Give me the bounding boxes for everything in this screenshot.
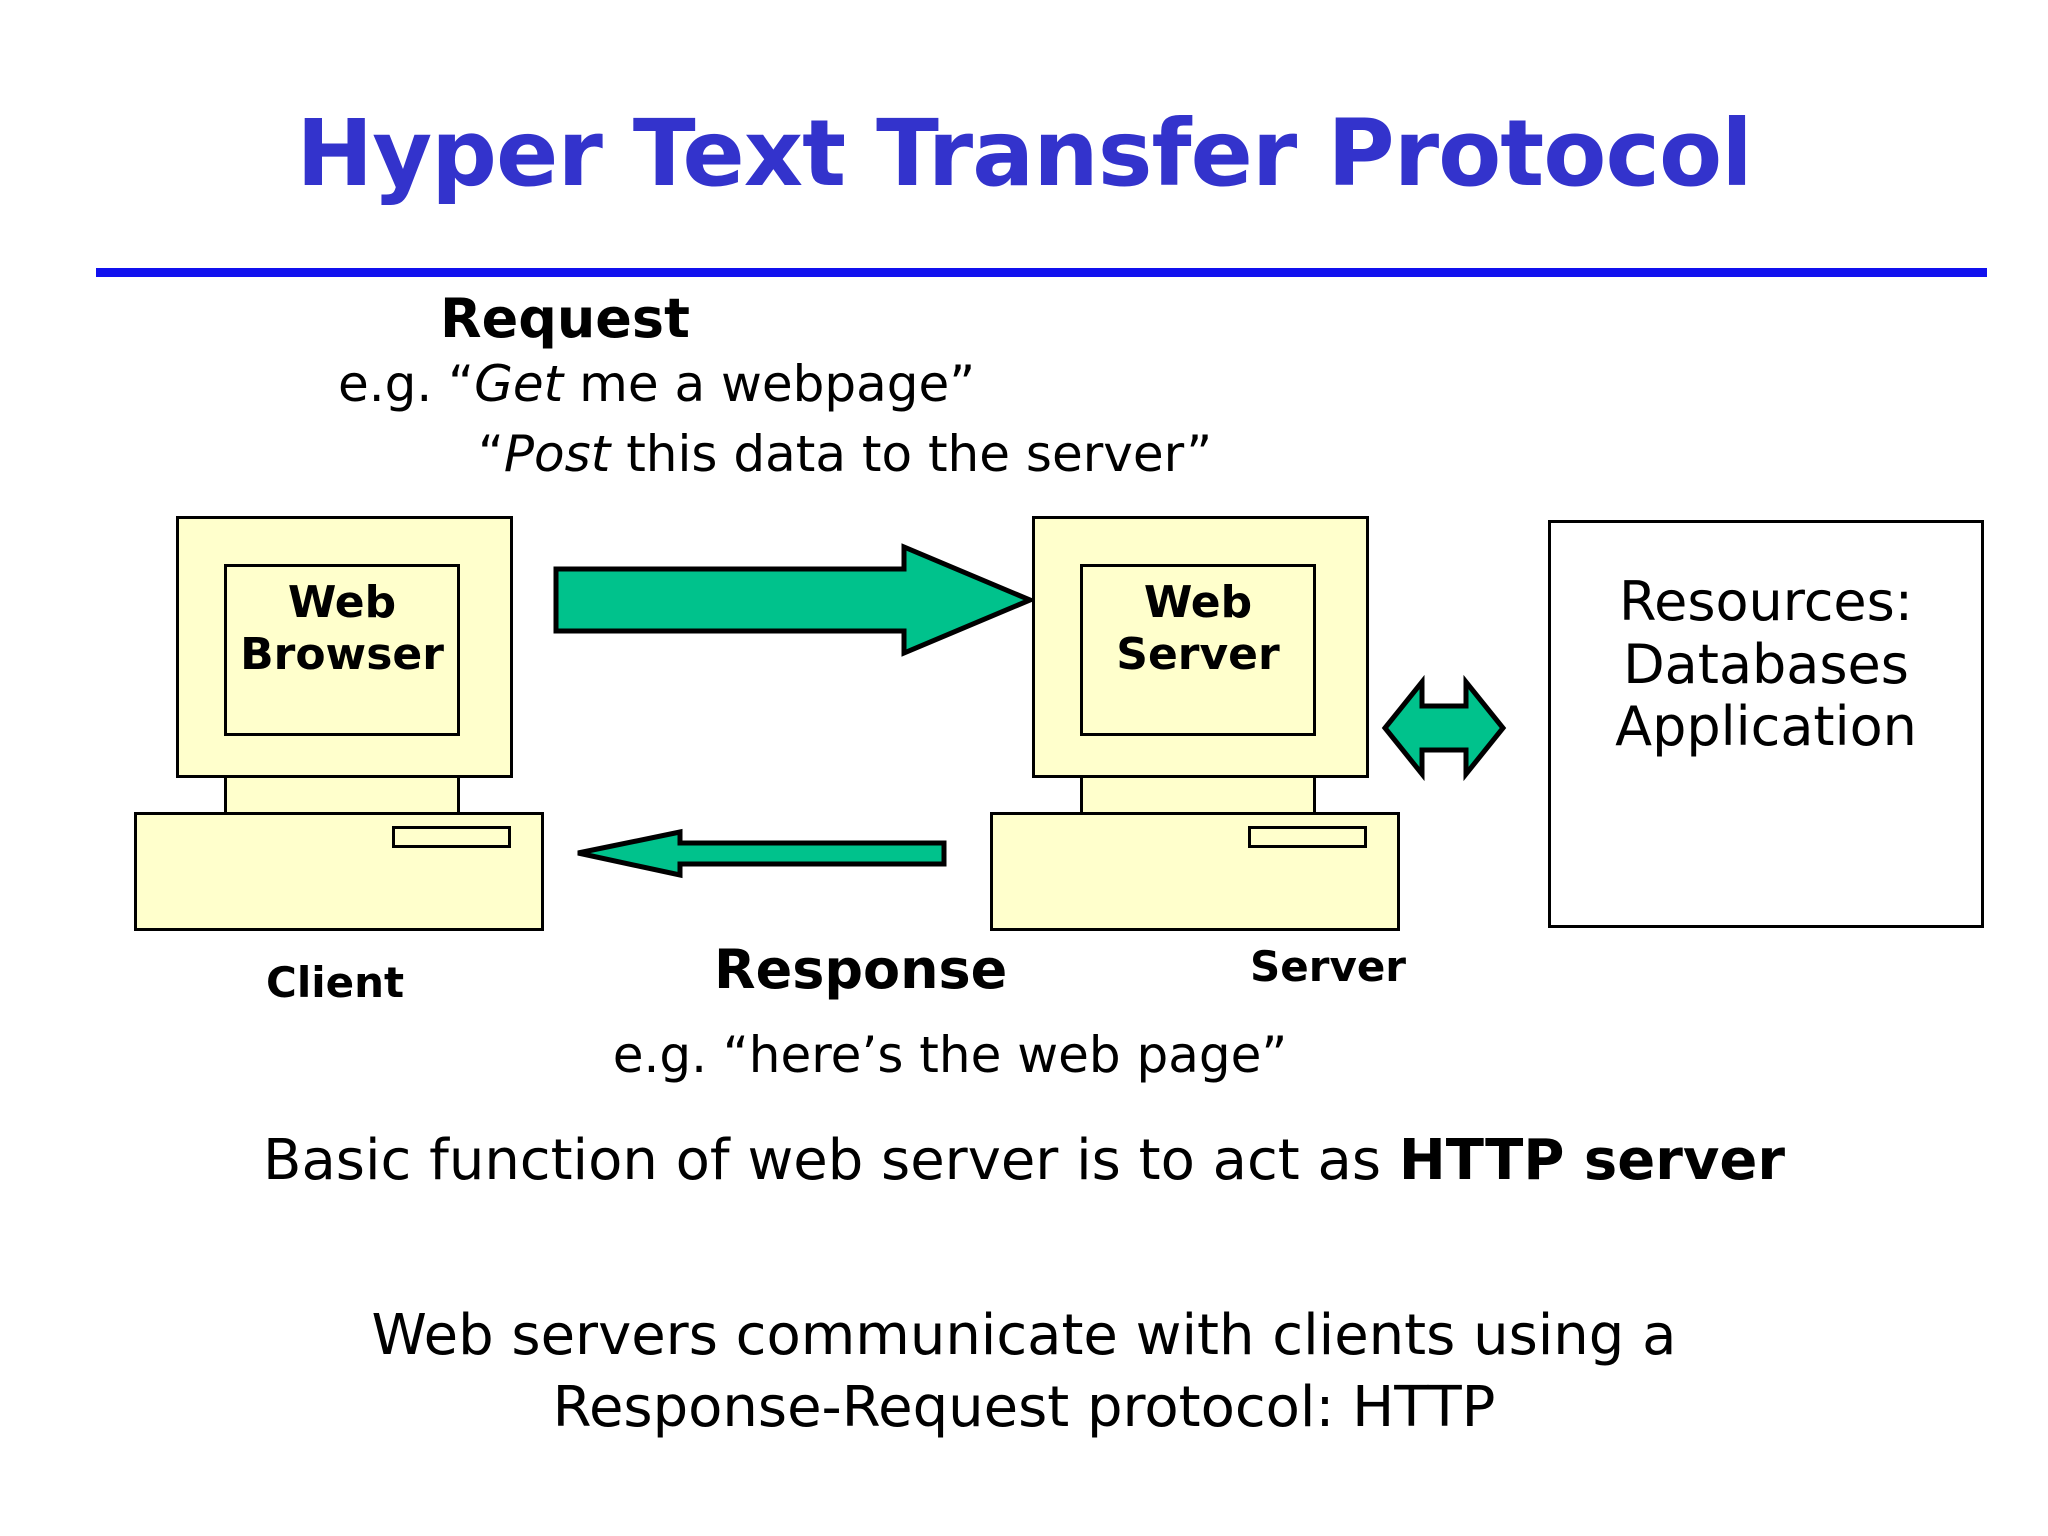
response-label: Response — [714, 938, 1008, 1001]
summary-paragraph-line-2: Response-Request protocol: HTTP — [552, 1374, 1496, 1440]
resources-line-3: Application — [1615, 695, 1917, 759]
page-title: Hyper Text Transfer Protocol — [296, 100, 1753, 207]
request-example-get-suffix: me a webpage” — [563, 355, 976, 413]
summary-line-emphasis: HTTP server — [1398, 1128, 1785, 1193]
resources-box: Resources: Databases Application — [1548, 520, 1984, 928]
request-example-get-prefix: e.g. “ — [338, 355, 475, 413]
client-screen-label: Web Browser — [240, 577, 444, 680]
summary-line-prefix: Basic function of web server is to act a… — [263, 1128, 1399, 1193]
summary-line-http-server: Basic function of web server is to act a… — [0, 1128, 2048, 1193]
request-example-get-verb: Get — [474, 355, 564, 413]
resources-line-1: Resources: — [1619, 570, 1913, 633]
request-example-post: “Post this data to the server” — [478, 428, 1212, 481]
summary-paragraph-line-1: Web servers communicate with clients usi… — [371, 1303, 1677, 1368]
client-computer-icon: Web Browser — [134, 516, 564, 931]
request-example-post-verb: Post — [503, 425, 611, 483]
server-caption: Server — [1250, 942, 1407, 991]
client-caption: Client — [266, 958, 405, 1007]
server-screen-label: Web Server — [1116, 577, 1280, 680]
client-monitor-stand — [224, 778, 460, 812]
title-divider — [96, 268, 1987, 277]
server-drive-slot — [1248, 826, 1367, 848]
server-screen: Web Server — [1080, 564, 1316, 736]
request-label: Request — [440, 287, 690, 350]
server-monitor-stand — [1080, 778, 1316, 812]
request-arrow — [553, 543, 1037, 657]
resources-line-2: Databases — [1623, 632, 1909, 696]
response-example: e.g. “here’s the web page” — [612, 1026, 1288, 1084]
request-example-post-prefix: “ — [478, 425, 504, 483]
server-computer-icon: Web Server — [990, 516, 1420, 931]
request-example-post-suffix: this data to the server” — [610, 425, 1213, 483]
response-arrow — [577, 828, 947, 879]
client-drive-slot — [392, 826, 511, 848]
request-example-get: e.g. “Get me a webpage” — [338, 358, 975, 411]
resources-bidirectional-arrow — [1381, 674, 1507, 782]
summary-paragraph-protocol: Web servers communicate with clients usi… — [0, 1300, 2048, 1443]
client-screen: Web Browser — [224, 564, 460, 736]
